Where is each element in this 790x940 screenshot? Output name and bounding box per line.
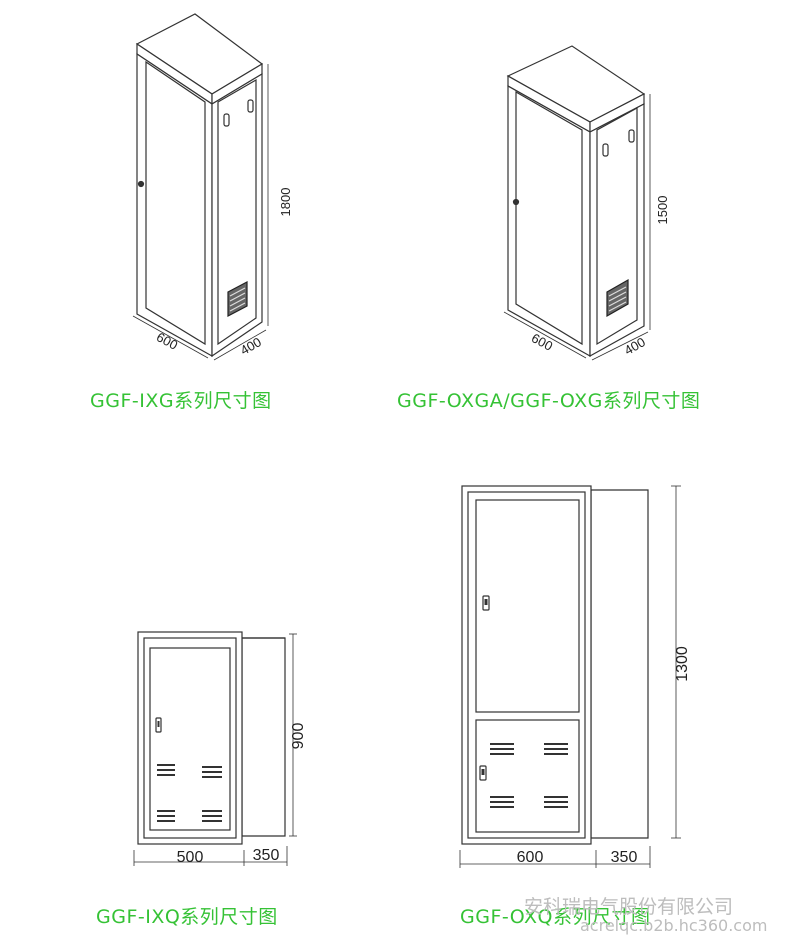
dim-depth-oxg: 400 [622, 334, 648, 358]
dim-height-oxg: 1500 [655, 196, 670, 225]
dim-depth-oxq: 350 [611, 849, 638, 866]
watermark-company: 安科瑞电气股份有限公司 [524, 896, 734, 918]
dim-width-ixq: 500 [177, 849, 204, 866]
caption-ggf-ixg: GGF-IXG系列尺寸图 [90, 390, 272, 412]
cabinet-ggf-oxg [503, 45, 651, 361]
cabinet-ggf-oxq [459, 485, 681, 868]
cabinet-ggf-ixq [133, 631, 297, 866]
vent-grill [227, 281, 248, 317]
dim-height-oxq: 1300 [674, 646, 691, 682]
dim-height-ixg: 1800 [278, 188, 293, 217]
vent-grill [606, 278, 629, 318]
caption-ggf-oxq: GGF-OXQ系列尺寸图 [460, 906, 651, 928]
cabinet-ggf-ixg [132, 13, 269, 361]
vent-slots [157, 764, 222, 822]
watermark-url: acrelqc.b2b.hc360.com [580, 916, 768, 935]
vent-slots [490, 743, 568, 808]
dim-width-oxq: 600 [517, 849, 544, 866]
dim-height-ixq: 900 [290, 723, 307, 750]
dim-depth-ixq: 350 [253, 847, 280, 864]
caption-ggf-ixq: GGF-IXQ系列尺寸图 [96, 906, 278, 928]
dim-depth-ixg: 400 [238, 334, 264, 358]
caption-ggf-oxg: GGF-OXGA/GGF-OXG系列尺寸图 [397, 390, 701, 412]
